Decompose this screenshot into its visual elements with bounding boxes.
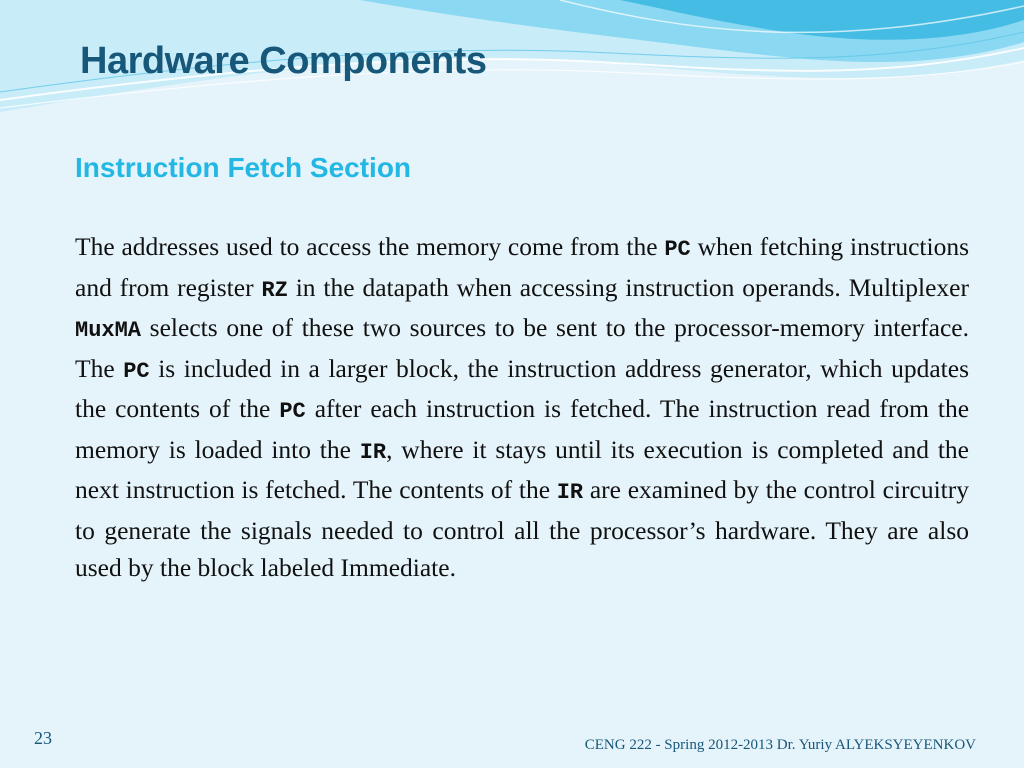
- body-text-run: after each instruction is fetched. The i…: [75, 394, 970, 464]
- register-name: IR: [556, 480, 584, 505]
- slide-title: Hardware Components: [80, 40, 487, 82]
- body-text-run: The addresses used to access the memory …: [75, 232, 665, 261]
- body-text-run: is included in a larger block, the instr…: [75, 353, 969, 424]
- body-text-run: in the datapath when accessing instructi…: [287, 272, 969, 302]
- register-name: PC: [279, 399, 306, 424]
- register-name: PC: [664, 237, 691, 262]
- wave-dark: [620, 0, 1024, 40]
- body-text-run: selects one of these two sources to be s…: [75, 313, 969, 383]
- section-subtitle: Instruction Fetch Section: [75, 152, 412, 183]
- wave-line-4: [559, 0, 1024, 34]
- register-name: IR: [359, 439, 387, 465]
- register-name: RZ: [261, 277, 288, 303]
- body-paragraph: The addresses used to access the memory …: [75, 228, 969, 587]
- footer-text: CENG 222 - Spring 2012-2013 Dr. Yuriy AL…: [584, 737, 976, 753]
- wave-line-2: [0, 61, 1024, 109]
- register-name: MuxMA: [75, 318, 142, 343]
- wave-line-3: [0, 31, 1024, 93]
- body-text-run: are examined by the control circuitry to…: [75, 475, 969, 582]
- body-text-run: , where it stays until its execution is …: [75, 434, 969, 505]
- body-text-run: when fetching instructions and from regi…: [75, 232, 969, 302]
- wave-line-1: [0, 47, 1024, 101]
- register-name: PC: [123, 358, 150, 384]
- header-wave-decoration: [0, 0, 1024, 112]
- page-number: 23: [34, 728, 52, 748]
